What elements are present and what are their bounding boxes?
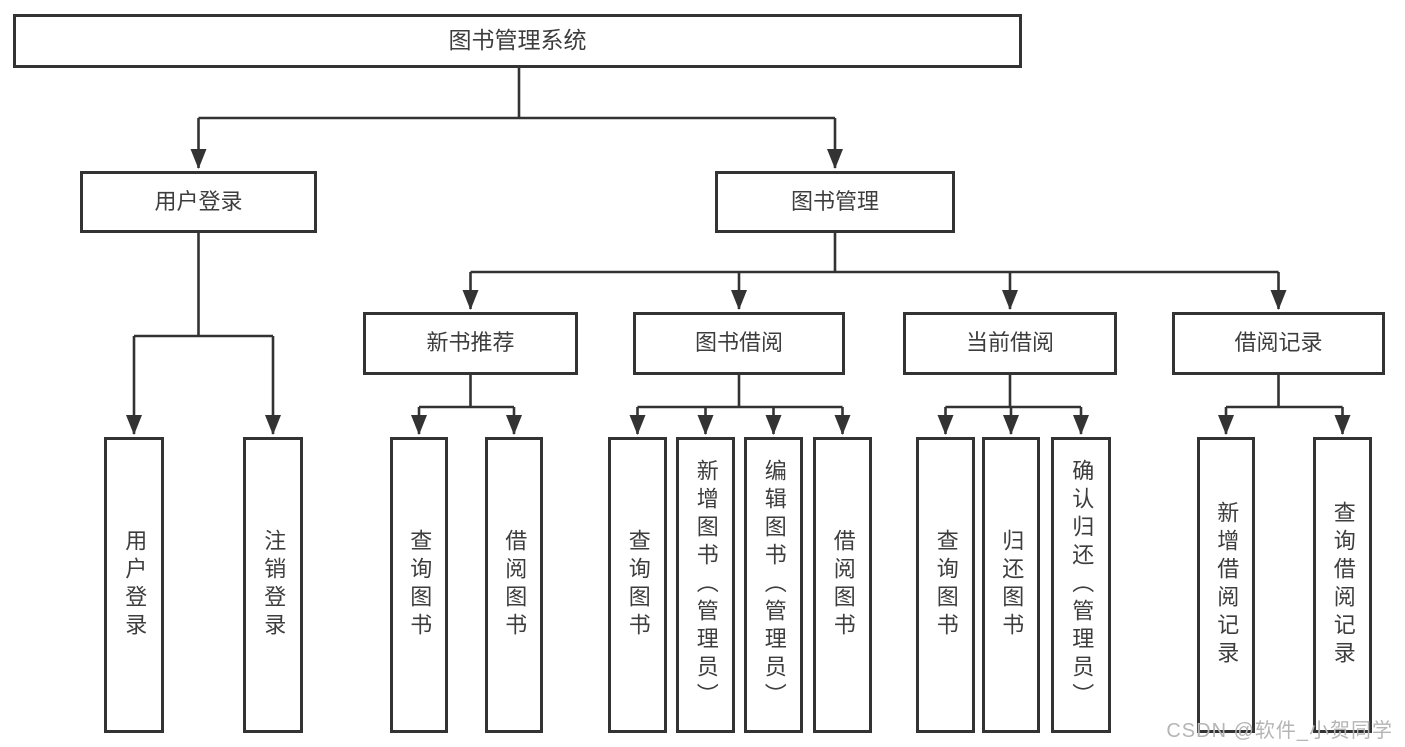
csdn-watermark: CSDN @软件_小贺同学 xyxy=(1166,720,1393,742)
node-book-management-module: 图书管理 xyxy=(715,171,955,233)
node-logout-leaf: 注销登录 xyxy=(243,437,303,733)
node-book-borrowing: 图书借阅 xyxy=(633,312,845,375)
node-borrowing-records: 借阅记录 xyxy=(1172,312,1385,375)
node-edit-books-admin: 编辑图书（管理员） xyxy=(744,437,803,733)
node-borrow-books-recommend: 借阅图书 xyxy=(485,437,543,733)
node-current-borrowing: 当前借阅 xyxy=(903,312,1117,375)
node-query-books-borrowing: 查询图书 xyxy=(608,437,667,733)
node-add-books-admin: 新增图书（管理员） xyxy=(676,437,735,733)
node-user-login-leaf: 用户登录 xyxy=(104,437,164,733)
node-query-borrow-record: 查询借阅记录 xyxy=(1313,437,1372,733)
node-user-login-module: 用户登录 xyxy=(80,171,317,233)
node-library-management-system: 图书管理系统 xyxy=(13,14,1022,68)
node-new-book-recommendation: 新书推荐 xyxy=(363,312,578,375)
node-query-books-recommend: 查询图书 xyxy=(390,437,448,733)
node-confirm-return-admin: 确认归还（管理员） xyxy=(1051,437,1111,733)
node-borrow-books-leaf: 借阅图书 xyxy=(813,437,872,733)
node-query-books-current: 查询图书 xyxy=(916,437,975,733)
node-add-borrow-record: 新增借阅记录 xyxy=(1197,437,1255,733)
node-return-books: 归还图书 xyxy=(982,437,1040,733)
